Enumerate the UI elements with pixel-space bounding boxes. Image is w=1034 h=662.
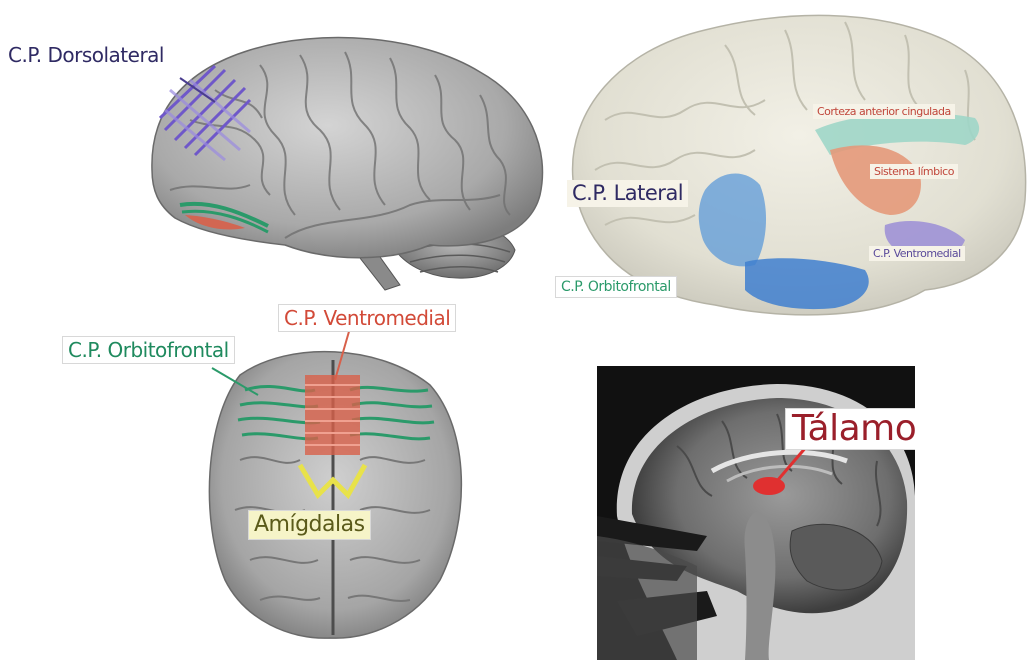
- limbic-system-label: Sistema límbico: [870, 164, 958, 179]
- lateral-brain-panel: C.P. Dorsolateral: [0, 0, 560, 300]
- ventromedial-label-ventral: C.P. Ventromedial: [278, 304, 456, 332]
- dorsolateral-label: C.P. Dorsolateral: [8, 45, 164, 65]
- amygdalae-label: Amígdalas: [248, 510, 371, 540]
- ventral-brain-panel: C.P. Ventromedial C.P. Orbitofrontal Amí…: [0, 300, 560, 662]
- mri-sagittal-panel: Tálamo: [597, 366, 915, 660]
- thalamus-label: Tálamo: [785, 408, 915, 450]
- thalamus-region: [753, 477, 785, 495]
- ventromedial-label-medial: C.P. Ventromedial: [869, 246, 965, 261]
- medial-brain-panel: Corteza anterior cingulada Sistema límbi…: [545, 0, 1034, 330]
- ventromedial-region-ventral: [305, 375, 360, 455]
- anterior-cingulate-label: Corteza anterior cingulada: [813, 104, 955, 119]
- orbitofrontal-label-ventral: C.P. Orbitofrontal: [62, 336, 235, 364]
- orbitofrontal-label-medial: C.P. Orbitofrontal: [555, 276, 677, 298]
- lateral-label: C.P. Lateral: [567, 180, 688, 207]
